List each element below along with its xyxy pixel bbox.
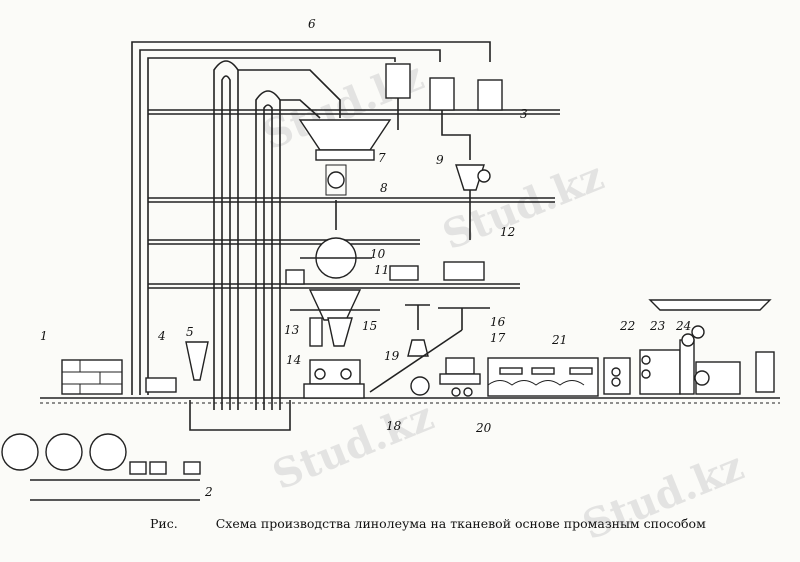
label-23: 23 bbox=[649, 319, 666, 333]
label-22: 22 bbox=[619, 319, 635, 333]
label-19: 19 bbox=[384, 349, 400, 363]
calender-14 bbox=[290, 309, 380, 399]
pipelines bbox=[30, 41, 491, 501]
feeders bbox=[61, 341, 209, 395]
label-14: 14 bbox=[286, 353, 301, 367]
label-4: 4 bbox=[157, 329, 166, 343]
label-17: 17 bbox=[490, 331, 506, 345]
callout-labels: 1 2 3 4 5 6 7 8 9 10 11 12 13 14 15 16 1… bbox=[40, 17, 691, 499]
label-20: 20 bbox=[475, 421, 492, 435]
hopper-7 bbox=[298, 119, 392, 230]
coating-unit-17 bbox=[369, 307, 490, 397]
watermark: Stud.kz bbox=[576, 442, 750, 549]
label-9: 9 bbox=[436, 153, 444, 167]
bucket-elevators bbox=[213, 60, 341, 410]
label-7: 7 bbox=[378, 151, 386, 165]
mixer-10 bbox=[285, 237, 485, 321]
label-10: 10 bbox=[370, 247, 386, 261]
finishing-line bbox=[603, 299, 775, 395]
watermark: Stud.kz bbox=[266, 392, 440, 499]
label-24: 24 bbox=[675, 319, 691, 333]
label-3: 3 bbox=[520, 107, 528, 121]
label-13: 13 bbox=[284, 323, 300, 337]
weight-19 bbox=[405, 304, 430, 357]
label-15: 15 bbox=[362, 319, 377, 333]
mixer-9 bbox=[455, 164, 491, 240]
dryer-21 bbox=[487, 357, 599, 397]
caption-text: Схема производства линолеума на тканевой… bbox=[215, 516, 706, 531]
label-21: 21 bbox=[551, 333, 567, 347]
tanks-3 bbox=[385, 63, 503, 160]
label-8: 8 bbox=[380, 181, 388, 195]
storage-tanks-1 bbox=[1, 433, 201, 475]
label-2: 2 bbox=[204, 485, 213, 499]
label-18: 18 bbox=[386, 419, 402, 433]
figure-caption: Рис. Схема производства линолеума на тка… bbox=[150, 516, 706, 531]
label-12: 12 bbox=[500, 225, 515, 239]
label-6: 6 bbox=[308, 17, 316, 31]
label-11: 11 bbox=[374, 263, 389, 277]
label-5: 5 bbox=[186, 325, 194, 339]
caption-prefix: Рис. bbox=[150, 516, 178, 531]
label-1: 1 bbox=[40, 329, 48, 343]
label-16: 16 bbox=[490, 315, 506, 329]
